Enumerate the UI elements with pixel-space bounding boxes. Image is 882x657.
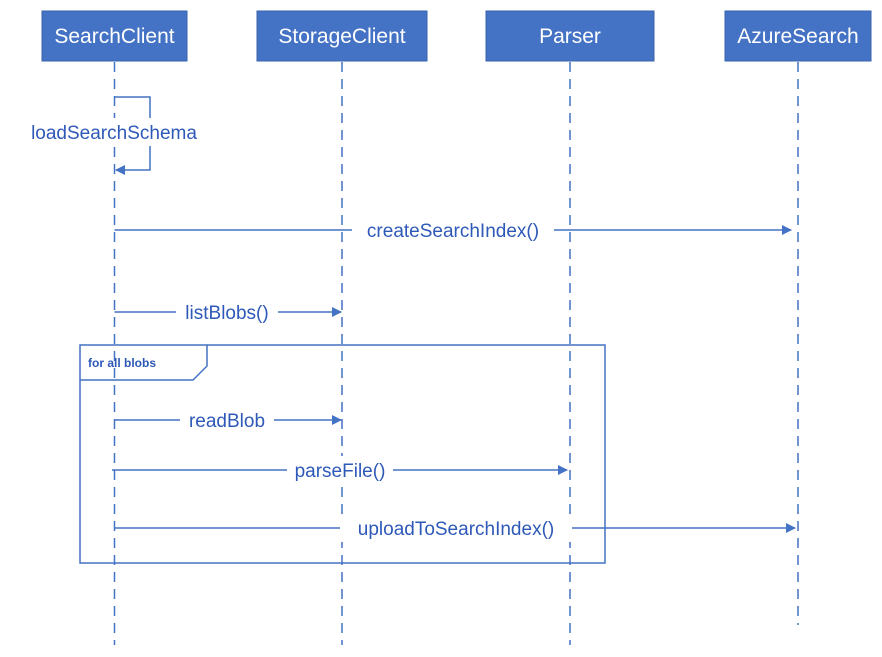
participant-azure-search: AzureSearch xyxy=(724,10,872,62)
message-label-create-search-index: createSearchIndex() xyxy=(367,221,539,242)
self-call-label: loadSearchSchema xyxy=(31,123,197,144)
message-label-mask xyxy=(287,456,393,484)
message-list-blobs: listBlobs() xyxy=(114,298,342,326)
message-label-upload-to-search-index: uploadToSearchIndex() xyxy=(358,519,554,540)
loop-frame-label: for all blobs xyxy=(88,356,156,370)
message-label-parse-file: parseFile() xyxy=(295,461,386,482)
message-label-mask xyxy=(180,406,274,434)
participant-label-storage-client: StorageClient xyxy=(278,25,405,48)
participant-search-client: SearchClient xyxy=(41,10,188,62)
self-call-load-search-schema: loadSearchSchema xyxy=(20,96,210,175)
message-label-mask xyxy=(352,216,554,244)
participant-label-search-client: SearchClient xyxy=(54,25,174,48)
message-label-mask xyxy=(340,514,572,542)
message-label-mask xyxy=(176,298,278,326)
message-create-search-index: createSearchIndex() xyxy=(114,216,792,244)
message-label-read-blob: readBlob xyxy=(189,411,265,432)
self-call-label-mask xyxy=(20,118,210,146)
message-upload-to-search-index: uploadToSearchIndex() xyxy=(114,514,796,542)
participant-parser: Parser xyxy=(485,10,655,62)
message-label-list-blobs: listBlobs() xyxy=(185,303,268,324)
loop-frame: for all blobs xyxy=(79,344,606,564)
message-read-blob: readBlob xyxy=(114,406,342,434)
message-parse-file: parseFile() xyxy=(112,456,568,484)
participant-label-parser: Parser xyxy=(539,25,601,48)
participant-label-azure-search: AzureSearch xyxy=(737,25,858,48)
participant-storage-client: StorageClient xyxy=(256,10,428,62)
